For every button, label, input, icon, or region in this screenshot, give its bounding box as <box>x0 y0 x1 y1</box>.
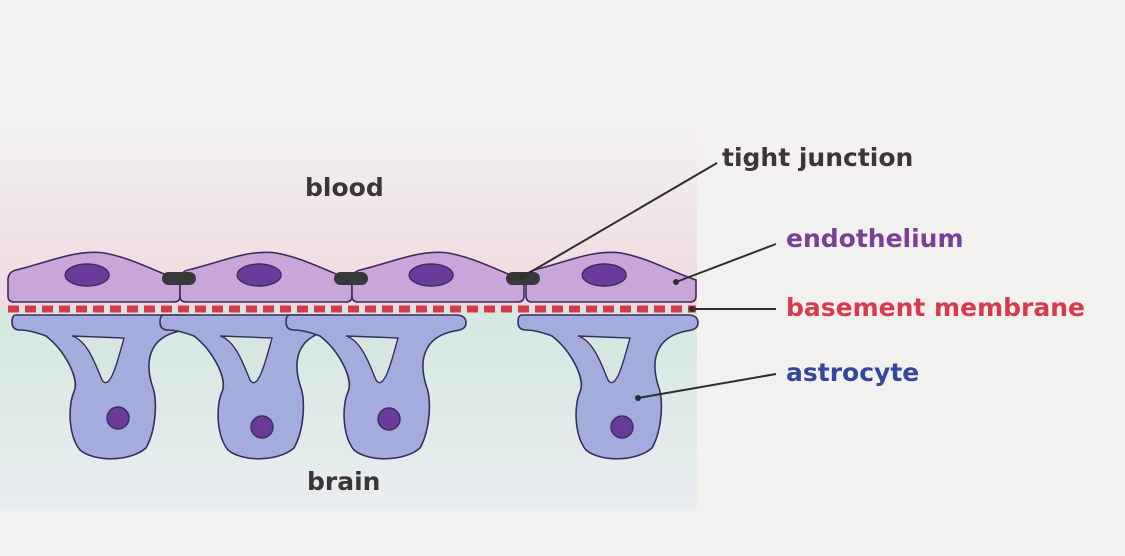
basement-membrane-label: basement membrane <box>786 293 1085 323</box>
endothelial-nucleus <box>409 264 453 286</box>
astrocyte-label: astrocyte <box>786 358 919 388</box>
endothelium-leader-dot <box>673 279 679 285</box>
endothelial-nucleus <box>237 264 281 286</box>
tight-junction <box>162 272 196 285</box>
endothelium-label: endothelium <box>786 224 964 254</box>
tight-junction <box>334 272 368 285</box>
astrocyte-nucleus <box>611 416 633 438</box>
blood-label: blood <box>305 173 384 203</box>
astrocyte-layer <box>12 315 698 459</box>
astrocyte-nucleus <box>378 408 400 430</box>
brain-label: brain <box>307 467 380 497</box>
astrocyte-leader-dot <box>635 395 641 401</box>
endothelial-nucleus <box>65 264 109 286</box>
tight-junction-label: tight junction <box>722 143 913 173</box>
tight-junction-leader-dot <box>519 274 525 280</box>
astrocyte-nucleus <box>107 407 129 429</box>
astrocyte-nucleus <box>251 416 273 438</box>
endothelial-nucleus <box>582 264 626 286</box>
basement-membrane-leader-dot <box>689 306 695 312</box>
